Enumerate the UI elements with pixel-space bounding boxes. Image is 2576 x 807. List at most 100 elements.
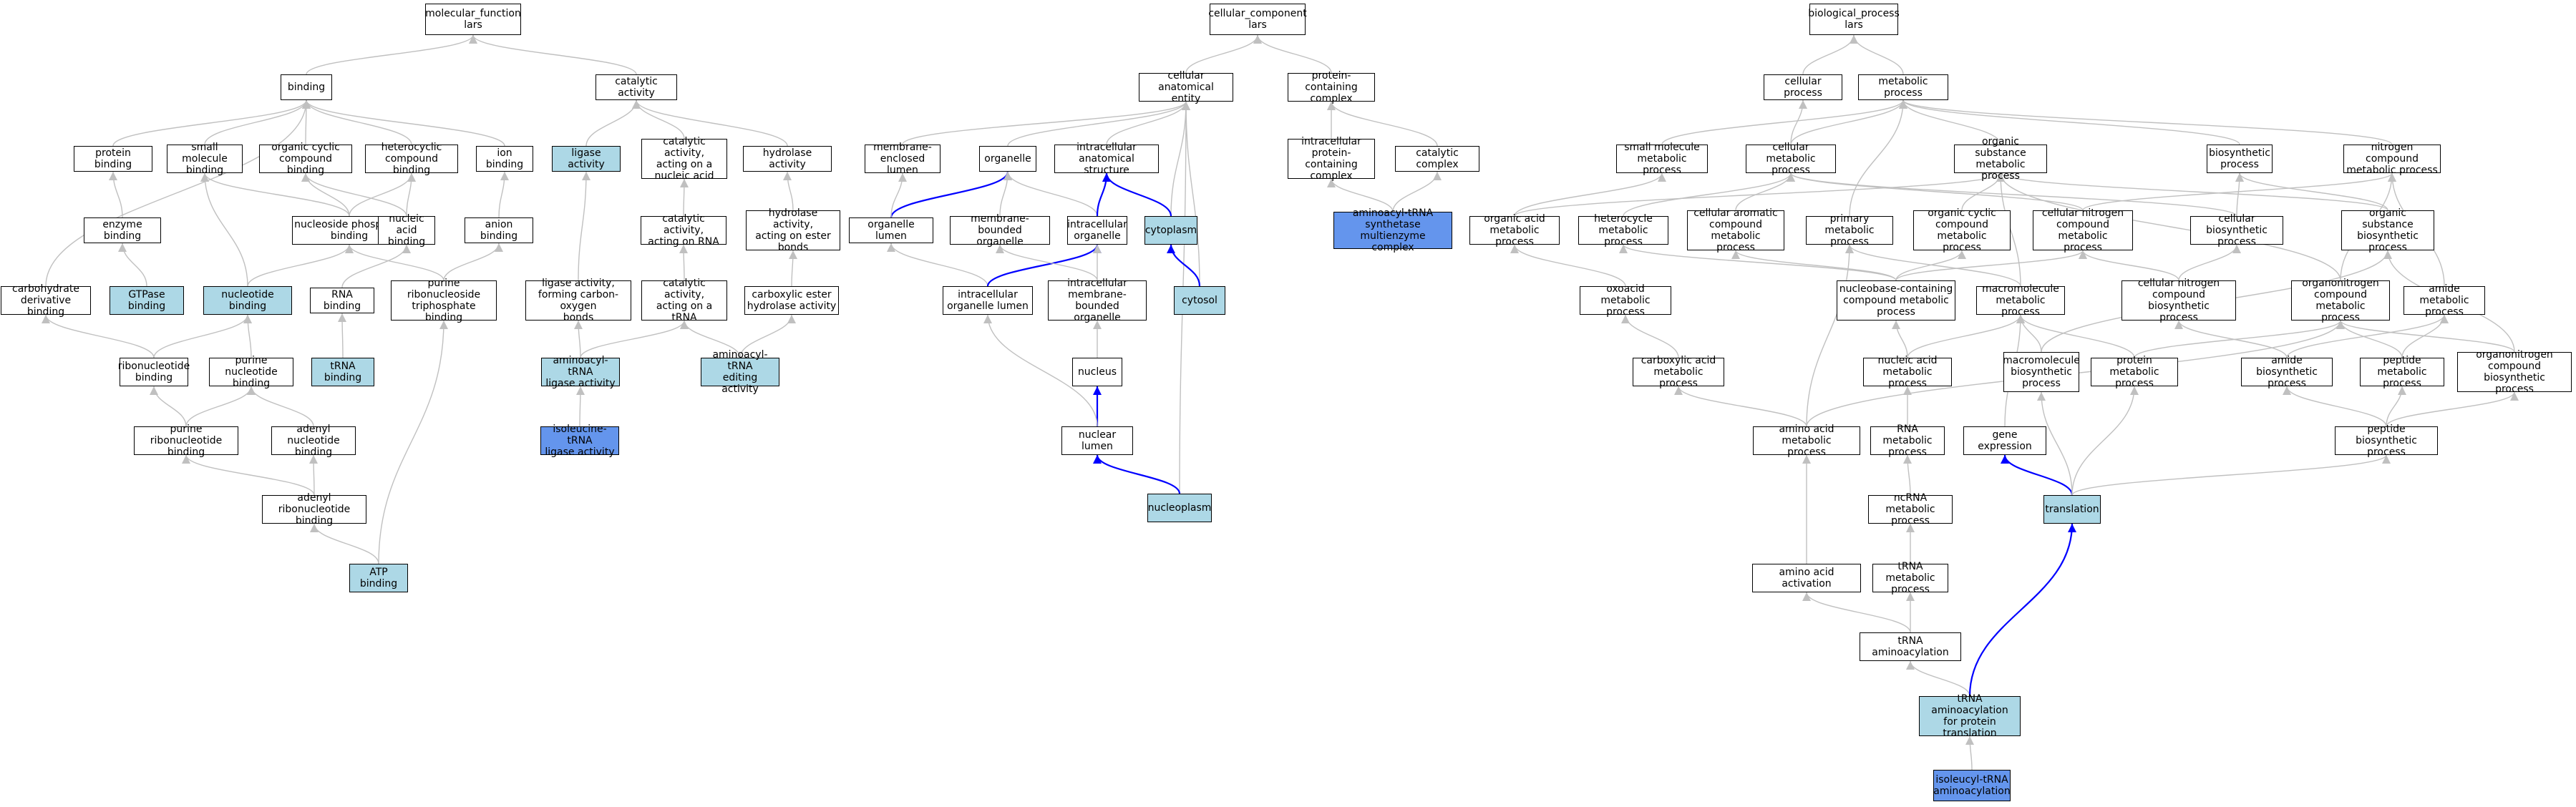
node-macromol-biosyn[interactable]: macromolecule biosynthetic process bbox=[2003, 352, 2080, 392]
node-protein-met[interactable]: protein metabolic process bbox=[2091, 355, 2178, 389]
node-organonitro-biosyn[interactable]: organonitrogen compound biosynthetic pro… bbox=[2457, 349, 2572, 395]
node-cae[interactable]: cellular anatomical entity bbox=[1139, 70, 1233, 104]
node-anion-binding[interactable]: anion binding bbox=[465, 217, 533, 243]
node-cell-met[interactable]: cellular metabolic process bbox=[1746, 142, 1836, 176]
node-amide-met[interactable]: amide metabolic process bbox=[2404, 283, 2485, 318]
node-org-sub-met[interactable]: organic substance metabolic process bbox=[1954, 136, 2047, 182]
node-trna-binding[interactable]: tRNA binding bbox=[311, 358, 374, 386]
node-trna-aa-transl[interactable]: tRNA aminoacylation for protein translat… bbox=[1919, 693, 2021, 739]
node-translation[interactable]: translation bbox=[2043, 495, 2101, 524]
node-rna-binding[interactable]: RNA binding bbox=[310, 288, 374, 313]
node-enzyme-binding[interactable]: enzyme binding bbox=[84, 217, 161, 243]
node-oxoacid-met[interactable]: oxoacid metabolic process bbox=[1580, 283, 1671, 318]
node-ile-trna-aa[interactable]: isoleucyl-tRNA aminoacylation bbox=[1933, 770, 2011, 801]
node-aa-activation[interactable]: amino acid activation bbox=[1752, 564, 1861, 592]
node-amide-biosyn[interactable]: amide biosynthetic process bbox=[2241, 355, 2333, 389]
node-biosynthetic[interactable]: biosynthetic process bbox=[2207, 145, 2273, 173]
node-carb-deriv[interactable]: carbohydrate derivative binding bbox=[1, 283, 91, 318]
node-hetero-met[interactable]: heterocycle metabolic process bbox=[1578, 213, 1668, 248]
node-cat-rna[interactable]: catalytic activity, acting on RNA bbox=[641, 213, 726, 248]
node-ligase-co[interactable]: ligase activity, forming carbon-oxygen b… bbox=[525, 278, 631, 323]
node-peptide-biosyn[interactable]: peptide biosynthetic process bbox=[2335, 424, 2438, 458]
node-cellular-process[interactable]: cellular process bbox=[1764, 74, 1842, 100]
node-gtpase[interactable]: GTPase binding bbox=[110, 286, 184, 315]
node-ipcc[interactable]: intracellular protein-containing complex bbox=[1288, 136, 1375, 182]
node-aa-met[interactable]: amino acid metabolic process bbox=[1753, 424, 1860, 458]
node-nuclear-lumen[interactable]: nuclear lumen bbox=[1061, 426, 1133, 455]
node-nucleobase-met[interactable]: nucleobase-containing compound metabolic… bbox=[1837, 280, 1955, 321]
node-cat-trna[interactable]: catalytic activity, acting on a tRNA bbox=[641, 278, 727, 323]
node-cell-nitro-biosyn[interactable]: cellular nitrogen compound biosynthetic … bbox=[2121, 278, 2236, 323]
node-ligase[interactable]: ligase activity bbox=[552, 146, 621, 172]
node-purine-ribonuc-tri[interactable]: purine ribonucleoside triphosphate bindi… bbox=[391, 278, 497, 323]
node-cell-biosyn[interactable]: cellular biosynthetic process bbox=[2190, 213, 2283, 248]
node-catalytic[interactable]: catalytic activity bbox=[596, 74, 677, 100]
edge-rna-binding-to-nucleic-acid-binding bbox=[341, 244, 411, 288]
node-adenyl-ribonuc[interactable]: adenyl ribonucleotide binding bbox=[262, 492, 366, 527]
node-binding[interactable]: binding bbox=[281, 74, 332, 100]
node-cat-nucleic[interactable]: catalytic activity, acting on a nucleic … bbox=[641, 136, 727, 182]
node-gene-expr[interactable]: gene expression bbox=[1963, 426, 2046, 455]
node-ias[interactable]: intracellular anatomical structure bbox=[1054, 142, 1159, 176]
node-org-cyc[interactable]: organic cyclic compound binding bbox=[259, 142, 352, 176]
edge-nucleic-acid-binding-to-heterocyclic bbox=[406, 172, 416, 217]
node-protein-binding[interactable]: protein binding bbox=[74, 146, 152, 172]
node-cc[interactable]: cellular_component lars bbox=[1208, 4, 1307, 35]
node-mf[interactable]: molecular_function lars bbox=[425, 4, 521, 35]
node-ile-trna-ligase[interactable]: isoleucine-tRNA ligase activity bbox=[540, 424, 619, 458]
node-small-mol[interactable]: small molecule binding bbox=[167, 142, 243, 176]
node-nucleus[interactable]: nucleus bbox=[1072, 358, 1122, 386]
node-imbo[interactable]: intracellular membrane-bounded organelle bbox=[1048, 278, 1147, 323]
node-nucleic-met[interactable]: nucleic acid metabolic process bbox=[1863, 355, 1952, 389]
node-cell-nitro-met[interactable]: cellular nitrogen compound metabolic pro… bbox=[2033, 207, 2133, 253]
node-nucleic-acid-binding[interactable]: nucleic acid binding bbox=[378, 213, 435, 248]
node-small-mol-met[interactable]: small molecule metabolic process bbox=[1616, 142, 1708, 176]
edge-nucleic-acid-binding-to-org-cyc bbox=[301, 172, 407, 217]
node-primary-met[interactable]: primary metabolic process bbox=[1806, 213, 1893, 248]
node-hydrolase[interactable]: hydrolase activity bbox=[743, 146, 832, 172]
node-nitrogen-met[interactable]: nitrogen compound metabolic process bbox=[2343, 142, 2441, 176]
node-macromol-met[interactable]: macromolecule metabolic process bbox=[1976, 283, 2065, 318]
node-aa-trna-ligase[interactable]: aminoacyl-tRNA ligase activity bbox=[541, 355, 620, 389]
node-cell-arom-met[interactable]: cellular aromatic compound metabolic pro… bbox=[1687, 207, 1784, 253]
node-rna-met[interactable]: RNA metabolic process bbox=[1870, 424, 1945, 458]
node-pcc[interactable]: protein-containing complex bbox=[1288, 70, 1375, 104]
node-nucleotide-binding[interactable]: nucleotide binding bbox=[203, 286, 292, 315]
node-mem-lumen[interactable]: membrane-enclosed lumen bbox=[865, 142, 941, 176]
node-organelle[interactable]: organelle bbox=[979, 146, 1036, 172]
node-carbox-met[interactable]: carboxylic acid metabolic process bbox=[1633, 355, 1724, 389]
node-org-sub-biosyn[interactable]: organic substance biosynthetic process bbox=[2341, 207, 2434, 253]
node-ion-binding[interactable]: ion binding bbox=[476, 146, 533, 172]
node-carbox-ester[interactable]: carboxylic ester hydrolase activity bbox=[744, 286, 839, 315]
node-atp-binding[interactable]: ATP binding bbox=[349, 564, 408, 592]
node-bp[interactable]: biological_process lars bbox=[1808, 4, 1900, 35]
node-trna-aminoacyl[interactable]: tRNA aminoacylation bbox=[1860, 632, 1961, 661]
node-iol[interactable]: intracellular organelle lumen bbox=[943, 286, 1033, 315]
node-ribonucleotide[interactable]: ribonucleotide binding bbox=[118, 358, 190, 386]
node-metabolic-process[interactable]: metabolic process bbox=[1858, 74, 1948, 100]
node-organonitro-met[interactable]: organonitrogen compound metabolic proces… bbox=[2291, 278, 2390, 323]
node-hydro-ester[interactable]: hydrolase activity, acting on ester bond… bbox=[746, 207, 840, 253]
node-catalytic-complex[interactable]: catalytic complex bbox=[1395, 146, 1479, 172]
node-trna-met[interactable]: tRNA metabolic process bbox=[1872, 561, 1948, 595]
node-org-acid-met[interactable]: organic acid metabolic process bbox=[1469, 213, 1560, 248]
node-org-lumen[interactable]: organelle lumen bbox=[849, 217, 933, 243]
node-purine-nucleotide[interactable]: purine nucleotide binding bbox=[209, 355, 293, 389]
node-cytosol[interactable]: cytosol bbox=[1174, 286, 1225, 315]
edge-carbox-met-to-oxoacid-met bbox=[1621, 314, 1679, 358]
node-cytoplasm[interactable]: cytoplasm bbox=[1144, 216, 1197, 245]
node-ncrna-met[interactable]: ncRNA metabolic process bbox=[1868, 492, 1953, 527]
edge-peptide-biosyn-to-peptide-met bbox=[2386, 386, 2406, 427]
node-adenyl-nuc[interactable]: adenyl nucleotide binding bbox=[271, 424, 356, 458]
node-peptide-met[interactable]: peptide metabolic process bbox=[2360, 355, 2444, 389]
node-org-cyc-met[interactable]: organic cyclic compound metabolic proces… bbox=[1913, 207, 2011, 253]
edge-io-to-organelle bbox=[1003, 171, 1098, 217]
node-heterocyclic[interactable]: heterocyclic compound binding bbox=[365, 142, 458, 176]
node-io[interactable]: intracellular organelle bbox=[1067, 216, 1127, 245]
node-aa-trna-complex[interactable]: aminoacyl-tRNA synthetase multienzyme co… bbox=[1333, 207, 1452, 253]
node-mbo[interactable]: membrane-bounded organelle bbox=[950, 213, 1050, 248]
node-purine-ribonuc[interactable]: purine ribonucleotide binding bbox=[134, 424, 238, 458]
node-nucleoplasm[interactable]: nucleoplasm bbox=[1147, 494, 1212, 522]
node-aa-trna-editing[interactable]: aminoacyl-tRNA editing activity bbox=[701, 349, 779, 395]
edge-aa-trna-complex-to-catalytic-complex bbox=[1392, 171, 1442, 212]
